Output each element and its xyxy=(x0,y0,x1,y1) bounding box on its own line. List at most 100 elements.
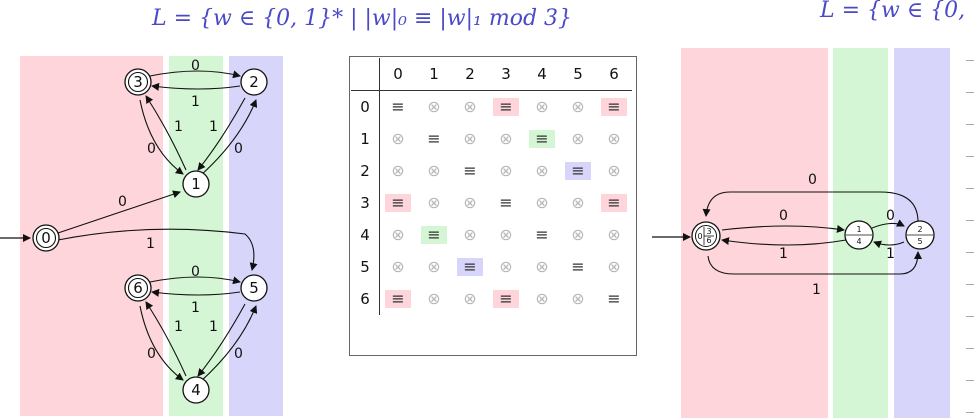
band-green-left xyxy=(169,56,223,416)
merged-state-1-4: 1 4 xyxy=(844,220,874,250)
margin-dash xyxy=(966,252,974,253)
distinguishable-mark: ⊗ xyxy=(391,161,405,180)
margin-dash xyxy=(966,124,974,125)
edge-2-3 xyxy=(151,82,241,91)
table-cell: ≡ xyxy=(560,155,596,187)
svg-text:5: 5 xyxy=(249,279,259,297)
row-header: 4 xyxy=(351,219,380,251)
state-3: 3 xyxy=(124,68,152,96)
distinguishable-mark: ⊗ xyxy=(463,97,477,116)
edge-bottom-loop xyxy=(707,251,922,275)
margin-dash xyxy=(966,92,974,93)
edge-label: 0 xyxy=(147,141,156,157)
svg-text:5: 5 xyxy=(917,237,922,246)
edge-label: 0 xyxy=(234,346,243,362)
svg-text:6: 6 xyxy=(133,279,143,297)
edge-label: 1 xyxy=(812,282,821,298)
table-row: 5⊗⊗≡⊗⊗≡⊗ xyxy=(351,251,632,283)
svg-text:4: 4 xyxy=(191,381,201,399)
row-header: 1 xyxy=(351,123,380,155)
distinguishable-mark: ⊗ xyxy=(427,161,441,180)
edge-6-5 xyxy=(149,276,241,285)
state-5: 5 xyxy=(240,274,268,302)
edge-a-b xyxy=(721,225,845,233)
edge-label: 0 xyxy=(147,346,156,362)
state-6: 6 xyxy=(124,274,152,302)
table-cell: ≡ xyxy=(596,91,632,124)
distinguishable-mark: ⊗ xyxy=(463,289,477,308)
margin-dash xyxy=(966,348,974,349)
merged-state-2-5: 2 5 xyxy=(905,220,935,250)
edge-label: 1 xyxy=(779,246,788,262)
table-cell: ⊗ xyxy=(596,251,632,283)
column-header: 3 xyxy=(488,58,524,91)
table-cell: ⊗ xyxy=(524,155,560,187)
table-cell: ⊗ xyxy=(524,187,560,219)
equivalent-mark: ≡ xyxy=(571,257,585,276)
table-cell: ≡ xyxy=(596,187,632,219)
edge-label: 0 xyxy=(886,208,895,224)
equivalent-mark: ≡ xyxy=(529,130,555,148)
svg-text:1: 1 xyxy=(191,175,201,193)
table-cell: ⊗ xyxy=(560,91,596,124)
edge-2-1 xyxy=(197,97,246,171)
table-header-row: 0 1 2 3 4 5 6 xyxy=(351,58,632,91)
equivalent-mark: ≡ xyxy=(601,194,627,212)
svg-text:4: 4 xyxy=(856,237,861,246)
distinguishable-mark: ⊗ xyxy=(391,225,405,244)
edge-b-c xyxy=(871,219,905,229)
distinguishable-mark: ⊗ xyxy=(571,193,585,212)
table-cell: ≡ xyxy=(560,251,596,283)
svg-text:2: 2 xyxy=(249,73,259,91)
equivalent-mark: ≡ xyxy=(391,97,405,116)
distinguishable-mark: ⊗ xyxy=(607,129,621,148)
table-cell: ⊗ xyxy=(452,123,488,155)
language-definition-title-cropped: L = {w ∈ {0, xyxy=(820,0,966,23)
edge-label: 1 xyxy=(174,119,183,135)
edge-label: 0 xyxy=(234,141,243,157)
edge-label: 0 xyxy=(779,208,788,224)
margin-dash xyxy=(966,188,974,189)
table-cell: ⊗ xyxy=(380,155,417,187)
row-header: 5 xyxy=(351,251,380,283)
margin-dash xyxy=(966,60,974,61)
table-cell: ⊗ xyxy=(596,219,632,251)
edge-label: 1 xyxy=(209,319,218,335)
language-definition-title: L = {w ∈ {0, 1}* | |w|₀ ≡ |w|₁ mod 3} xyxy=(152,6,573,31)
margin-dash xyxy=(966,380,974,381)
table-cell: ⊗ xyxy=(452,283,488,315)
distinguishable-mark: ⊗ xyxy=(571,289,585,308)
state-2: 2 xyxy=(240,68,268,96)
table-cell: ⊗ xyxy=(596,123,632,155)
margin-dash xyxy=(966,316,974,317)
distinguishable-mark: ⊗ xyxy=(499,257,513,276)
distinguishable-mark: ⊗ xyxy=(571,129,585,148)
edge-label: 1 xyxy=(174,319,183,335)
column-header: 1 xyxy=(416,58,452,91)
table-cell: ⊗ xyxy=(524,91,560,124)
table-cell: ⊗ xyxy=(380,123,417,155)
distinguishable-mark: ⊗ xyxy=(535,289,549,308)
distinguishable-mark: ⊗ xyxy=(427,257,441,276)
edge-label: 1 xyxy=(191,94,200,110)
svg-text:0: 0 xyxy=(697,232,702,241)
table-cell: ⊗ xyxy=(416,187,452,219)
equivalent-mark: ≡ xyxy=(457,258,483,276)
edge-label: 1 xyxy=(146,236,155,252)
equivalent-mark: ≡ xyxy=(607,289,621,308)
table-cell: ⊗ xyxy=(416,91,452,124)
column-header: 5 xyxy=(560,58,596,91)
margin-dash xyxy=(966,284,974,285)
edge-label: 1 xyxy=(886,246,895,262)
table-cell: ⊗ xyxy=(416,155,452,187)
distinguishable-mark: ⊗ xyxy=(391,257,405,276)
table-cell: ⊗ xyxy=(596,155,632,187)
distinguishable-mark: ⊗ xyxy=(535,193,549,212)
svg-text:1: 1 xyxy=(856,225,861,234)
svg-text:0: 0 xyxy=(41,229,51,247)
table-cell: ⊗ xyxy=(416,283,452,315)
edge-4-5 xyxy=(199,305,258,383)
table-cell: ≡ xyxy=(488,283,524,315)
distinguishable-mark: ⊗ xyxy=(571,97,585,116)
